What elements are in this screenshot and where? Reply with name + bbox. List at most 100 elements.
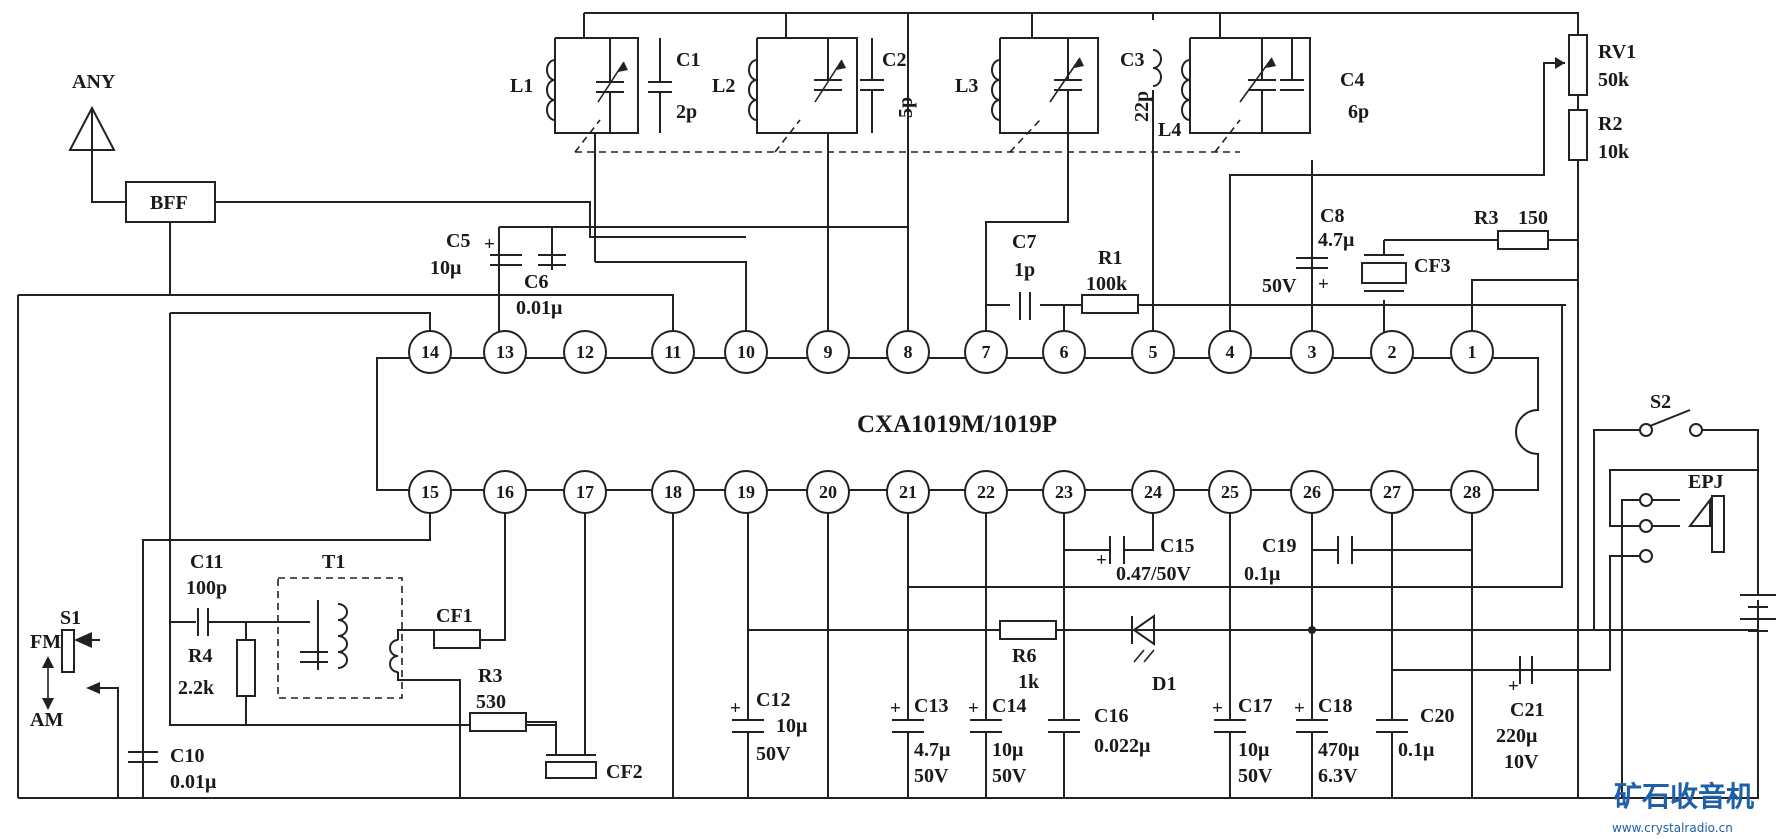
c1-label: C1 [676,49,700,71]
ic-pin-6 [1042,330,1086,374]
ic-pin-9 [806,330,850,374]
top-passives: + C5 10μ C6 0.01μ C7 1p R1 100k RV1 50k … [430,34,1636,320]
inductor-l1 [546,59,556,121]
r6-label: R6 [1012,645,1036,667]
bottom-right-parts: + C12 10μ 50V + C13 4.7μ 50V + C14 10μ 5… [730,391,1725,787]
led-d1 [1132,614,1155,646]
c8-label: C8 [1320,205,1344,227]
r3-label: R3 [1474,207,1498,229]
cf3-label: CF3 [1414,255,1451,277]
epj-label: EPJ [1688,471,1724,493]
resistor-r2 [1568,109,1588,161]
inductor-l4 [1181,59,1191,121]
l1-label: L1 [510,75,533,97]
r1-value: 100k [1086,273,1128,295]
c14-label: C14 [992,695,1026,717]
c20-label: C20 [1420,705,1454,727]
potentiometer-rv1 [1568,34,1588,96]
ic-pin-label-12: 12 [576,342,594,362]
c11-label: C11 [190,551,223,573]
ic-pin-7 [964,330,1008,374]
c6-value: 0.01μ [516,297,563,319]
transformer-t1 [277,577,403,699]
resistor-r1 [1081,294,1139,314]
svg-text:+: + [484,234,495,255]
c18-voltage: 6.3V [1318,765,1358,787]
r6-value: 1k [1018,671,1040,693]
r2-label: R2 [1598,113,1622,135]
c6-label: C6 [524,271,548,293]
svg-text:+: + [968,698,979,719]
c12-label: C12 [756,689,790,711]
t1-label: T1 [322,551,345,573]
ic-pin-label-6: 6 [1060,342,1069,362]
c1-value: 2p [676,101,697,123]
c19-value: 0.1μ [1244,563,1281,585]
tank-circuits: L1 C1 2p L2 C2 5p L3 C3 22p L4 C4 6p [510,38,1369,141]
c7-label: C7 [1012,231,1036,253]
ic-pin-label-8: 8 [904,342,913,362]
l3-label: L3 [955,75,978,97]
ic-pin-label-7: 7 [982,342,991,362]
ic-name: CXA1019M/1019P [857,411,1057,438]
c16-label: C16 [1094,705,1128,727]
ceramic-filter-cf3 [1361,262,1407,284]
c7-value: 1p [1014,259,1035,281]
resistor-r3-150 [1497,230,1549,250]
ic-pin-label-14: 14 [421,342,439,362]
ic-pin-label-18: 18 [664,482,682,502]
svg-text:+: + [890,698,901,719]
c2-label: C2 [882,49,906,71]
c10-label: C10 [170,745,204,767]
bff-label: BFF [150,192,188,214]
c19-label: C19 [1262,535,1296,557]
ic-pin-3 [1290,330,1334,374]
c11-value: 100p [186,577,227,599]
fm-label: FM [30,631,61,653]
ceramic-filter-cf2 [545,761,597,779]
switch-s2 [1639,423,1653,437]
r4-value: 2.2k [178,677,215,699]
resistor-r3-530 [469,712,527,732]
c17-label: C17 [1238,695,1272,717]
c14-voltage: 50V [992,765,1027,787]
c2-value: 5p [895,97,917,118]
ic-pin-12 [563,330,607,374]
cf1-label: CF1 [436,605,473,627]
c8-voltage: 50V [1262,275,1297,297]
c15-label: C15 [1160,535,1194,557]
ic-pin-label-9: 9 [824,342,833,362]
ic-pin-label-1: 1 [1468,342,1477,362]
c13-value: 4.7μ [914,739,951,761]
ic-pin-label-27: 27 [1383,482,1401,502]
ic-pin-14 [408,330,452,374]
rv1-value: 50k [1598,69,1630,91]
ic-pin-label-2: 2 [1388,342,1397,362]
bottom-left-parts: S1 FM AM C10 0.01μ C11 100p R4 2.2k T1 [30,551,643,798]
ic-pin-label-17: 17 [576,482,594,502]
c15-value: 0.47/50V [1116,563,1192,585]
d1-label: D1 [1152,673,1176,695]
c4-label: C4 [1340,69,1364,91]
svg-text:+: + [1212,698,1223,719]
r3-value: 150 [1518,207,1548,229]
c8-value: 4.7μ [1318,229,1355,251]
svg-text:+: + [1318,274,1329,295]
ic-pin-label-24: 24 [1144,482,1162,502]
top-wiring [17,12,1579,798]
ceramic-filter-cf1 [433,629,481,649]
r4-label: R4 [188,645,212,667]
c12-value: 10μ [776,715,808,737]
ic-pin-label-25: 25 [1221,482,1239,502]
bff-filter [125,181,216,223]
antenna-section: ANY BFF [68,71,216,295]
s1-label: S1 [60,607,81,629]
ic-pin-label-15: 15 [421,482,439,502]
c13-voltage: 50V [914,765,949,787]
ic-pin-label-13: 13 [496,342,514,362]
ic-pin-11 [651,330,695,374]
r3b-value: 530 [476,691,506,713]
ic-pin-label-19: 19 [737,482,755,502]
ic-pin-10 [724,330,768,374]
